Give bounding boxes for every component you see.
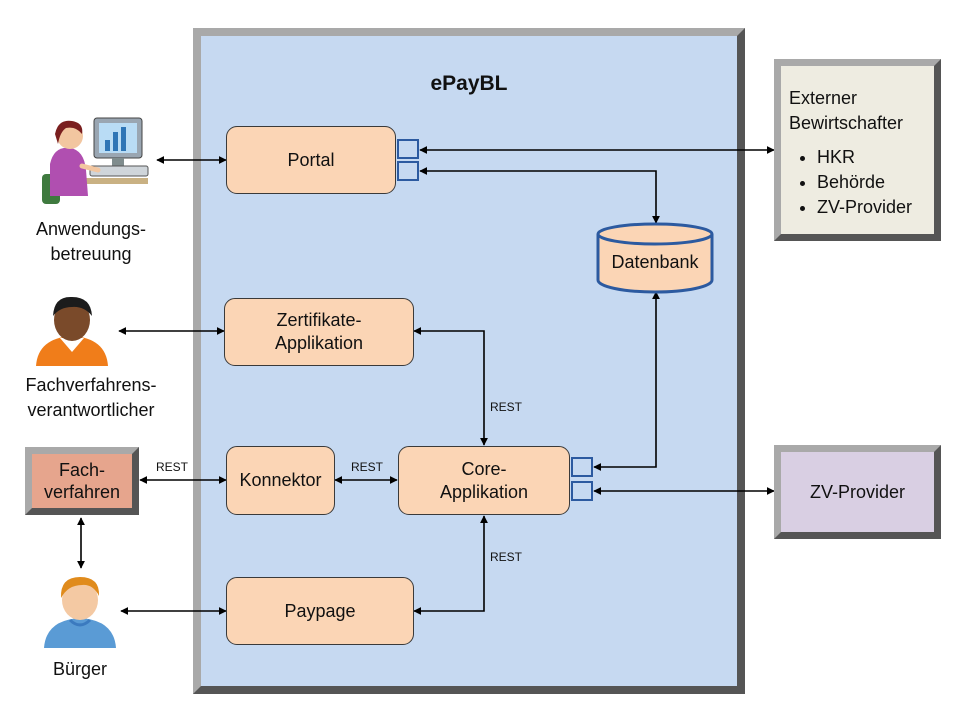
fachverfahrensverantwortlicher-label: Fachverfahrens- verantwortlicher	[4, 373, 178, 423]
core-applikation-component: Core- Applikation	[398, 446, 570, 515]
portal-port-bottom	[397, 161, 419, 181]
anwendung-label-line1: Anwendungs-	[35, 219, 147, 239]
fachverfahren-label-line1: Fach-	[58, 460, 105, 480]
core-port-top	[571, 457, 593, 477]
system-title: ePayBL	[430, 72, 508, 95]
bewirtschafter-list: HKR Behörde ZV-Provider	[789, 145, 912, 220]
rest-label-zertifikate-core: REST	[490, 400, 523, 414]
fachverfahren-box: Fach- verfahren	[25, 447, 139, 515]
paypage-label: Paypage	[284, 600, 356, 621]
zertifikate-label-line2: Applikation	[274, 333, 364, 353]
arrow-zertifikate-core	[413, 327, 488, 446]
manager-icon	[36, 296, 108, 366]
bewirtschafter-item-hkr: HKR	[817, 145, 912, 170]
arrow-datenbank-core	[593, 291, 660, 471]
anwendungsbetreuung-label: Anwendungs- betreuung	[10, 217, 172, 267]
konnektor-component: Konnektor	[226, 446, 335, 515]
rest-label-paypage-core: REST	[490, 550, 523, 564]
user-at-computer-icon	[42, 117, 149, 204]
rest-label-fachverfahren-konnektor: REST	[156, 460, 189, 474]
externer-bewirtschafter-box: Externer Bewirtschafter HKR Behörde ZV-P…	[774, 59, 941, 241]
buerger-label: Bürger	[52, 659, 108, 679]
zertifikate-label-line1: Zertifikate-	[276, 310, 362, 330]
arrow-portal-datenbank	[419, 167, 660, 224]
zv-provider-box: ZV-Provider	[774, 445, 941, 539]
fachverfahrens-label-line1: Fachverfahrens-	[25, 375, 157, 395]
bewirtschafter-item-zv-provider: ZV-Provider	[817, 195, 912, 220]
zertifikate-applikation-component: Zertifikate- Applikation	[224, 298, 414, 366]
datenbank-cylinder	[596, 222, 714, 294]
citizen-icon	[44, 577, 116, 648]
portal-component: Portal	[226, 126, 396, 194]
core-port-bottom	[571, 481, 593, 501]
anwendung-label-line2: betreuung	[50, 244, 132, 264]
rest-label-konnektor-core: REST	[351, 460, 384, 474]
fachverfahren-label-line2: verfahren	[43, 482, 121, 502]
portal-label: Portal	[287, 149, 335, 170]
zv-provider-label: ZV-Provider	[809, 481, 906, 502]
paypage-component: Paypage	[226, 577, 414, 645]
fachverfahrens-label-line2: verantwortlicher	[27, 400, 155, 420]
bewirtschafter-item-behoerde: Behörde	[817, 170, 912, 195]
portal-port-top	[397, 139, 419, 159]
bewirtschafter-title-line1: Externer	[789, 88, 858, 108]
datenbank-label: Datenbank	[611, 252, 699, 272]
bewirtschafter-title-line2: Bewirtschafter	[789, 113, 904, 133]
core-label-line1: Core-	[461, 458, 507, 479]
core-label-line2: Applikation	[439, 481, 529, 502]
konnektor-label: Konnektor	[239, 470, 322, 490]
arrow-paypage-core	[413, 515, 488, 615]
